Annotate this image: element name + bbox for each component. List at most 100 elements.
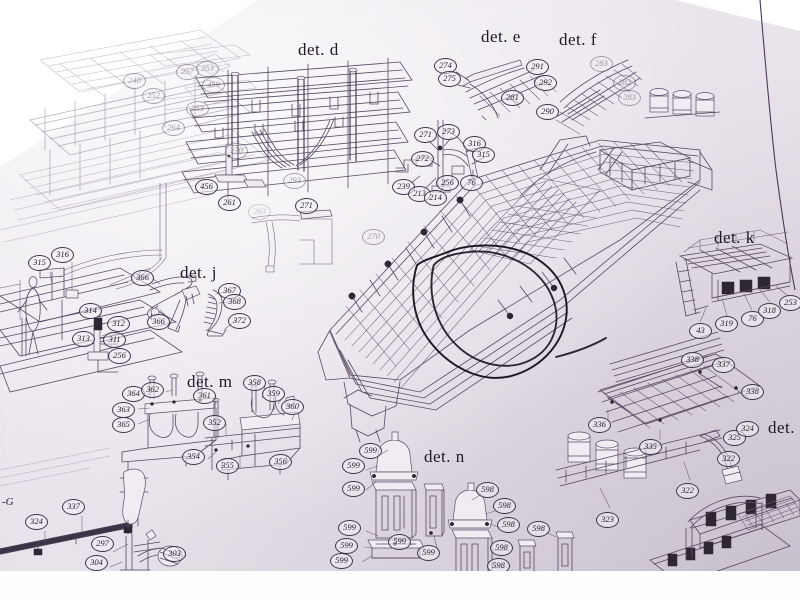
part-number-callout: 312 — [107, 316, 130, 332]
part-number-callout: 361 — [193, 388, 216, 404]
part-number-callout: 352 — [203, 415, 226, 431]
detail-heading: det. — [768, 418, 796, 437]
part-number-callout: 372 — [228, 313, 251, 329]
part-number-callout: 319 — [715, 316, 738, 332]
part-number-callout: 324 — [25, 514, 48, 530]
part-number-callout: 324 — [736, 421, 759, 437]
part-number-callout: 293 — [283, 173, 306, 189]
part-number-callout: 272 — [411, 151, 434, 167]
part-number-callout: 281 — [501, 90, 524, 106]
part-number-callout: 368 — [223, 294, 246, 310]
part-number-callout: 598 — [493, 498, 516, 514]
part-number-callout: 599 — [335, 538, 358, 554]
part-number-callout: 456 — [195, 179, 218, 195]
part-number-callout: 598 — [490, 540, 513, 556]
machinery-row-assembly — [555, 429, 743, 509]
part-number-callout: 318 — [758, 303, 781, 319]
part-337-shape — [119, 468, 149, 529]
part-number-callout: 253 — [196, 61, 219, 77]
part-270-aframe — [0, 182, 167, 321]
part-number-callout: 303 — [163, 546, 186, 562]
part-number-callout: 253 — [779, 295, 800, 311]
part-number-callout: 315 — [472, 147, 495, 163]
part-number-callout: 271 — [414, 127, 437, 143]
part-number-callout: 338 — [681, 352, 704, 368]
part-number-callout: 270 — [362, 229, 385, 245]
part-number-callout: 292 — [534, 75, 557, 91]
part-number-callout: 363 — [112, 402, 135, 418]
detail-heading: det. j — [180, 263, 217, 282]
part-number-callout: 365 — [112, 417, 135, 433]
part-number-callout: 356 — [269, 454, 292, 470]
detail-heading: det. n — [424, 447, 465, 466]
part-number-callout: 214 — [424, 190, 447, 206]
detail-n-assembly — [361, 431, 575, 583]
part-number-callout: 335 — [639, 439, 662, 455]
part-number-callout: 315 — [28, 255, 51, 271]
part-number-callout: 337 — [62, 499, 85, 515]
part-number-callout: 316 — [51, 247, 74, 263]
part-number-callout: 273 — [437, 124, 460, 140]
part-271-davit — [251, 209, 333, 273]
part-number-callout: 598 — [497, 517, 520, 533]
part-number-callout: 598 — [527, 521, 550, 537]
part-number-callout: 599 — [330, 553, 353, 569]
part-number-callout: 291 — [526, 59, 549, 75]
part-number-callout: 599 — [417, 545, 440, 561]
part-number-callout: 252 — [142, 88, 165, 104]
part-number-callout: 336 — [588, 417, 611, 433]
detail-bottom-right-structure — [649, 489, 800, 585]
part-number-callout: 256 — [108, 348, 131, 364]
part-number-callout: 599 — [342, 458, 365, 474]
human-figure-scale — [17, 276, 48, 355]
detail-left-deck-assembly — [0, 261, 183, 393]
part-number-callout: 337 — [712, 357, 735, 373]
part-number-callout: 322 — [676, 483, 699, 499]
part-number-callout: 43 — [689, 323, 712, 339]
part-number-callout: 366 — [147, 314, 170, 330]
part-number-callout: 355 — [216, 458, 239, 474]
part-number-callout: 282 — [613, 75, 636, 91]
part-number-callout: 256 — [436, 175, 459, 191]
part-number-callout: 354 — [182, 449, 205, 465]
detail-heading: det. e — [481, 27, 521, 46]
part-number-callout: 290 — [536, 104, 559, 120]
part-number-callout: 304 — [85, 555, 108, 571]
part-number-callout: 283 — [590, 56, 613, 72]
part-number-callout: 261 — [218, 195, 241, 211]
part-number-callout: 360 — [281, 399, 304, 415]
part-number-callout: 264 — [162, 120, 185, 136]
part-number-callout: 313 — [72, 331, 95, 347]
part-number-callout: 599 — [338, 520, 361, 536]
part-number-callout: 599 — [342, 481, 365, 497]
part-number-callout: 598 — [476, 482, 499, 498]
part-tanks-top-right — [644, 88, 721, 119]
part-number-callout: 271 — [295, 198, 318, 214]
part-number-callout: 323 — [596, 512, 619, 528]
part-number-callout: 338 — [741, 384, 764, 400]
table-surface-strip — [0, 571, 800, 600]
part-number-callout: 459 — [202, 77, 225, 93]
part-number-callout: 297 — [91, 536, 114, 552]
part-number-callout: 362 — [141, 382, 164, 398]
detail-e-assembly — [455, 59, 557, 121]
part-number-callout: 359 — [262, 386, 285, 402]
sheet-grid-label: -G — [2, 496, 14, 508]
detail-heading: det. d — [298, 40, 339, 59]
part-number-callout: 311 — [103, 332, 126, 348]
detail-heading: det. m — [187, 372, 233, 391]
part-number-callout: 240 — [123, 73, 146, 89]
main-hull-drawing — [317, 135, 713, 443]
part-number-callout: 270 — [225, 143, 248, 159]
part-number-callout: 599 — [388, 534, 411, 550]
part-number-callout: 263 — [248, 204, 271, 220]
detail-k-assembly — [675, 229, 794, 323]
part-number-callout: 283 — [618, 90, 641, 106]
part-number-callout: 366 — [131, 270, 154, 286]
part-number-callout: 322 — [717, 451, 740, 467]
part-number-callout: 76 — [741, 311, 764, 327]
sheet-border-line — [759, 0, 796, 291]
handdrawn-ink-annotation — [412, 244, 607, 379]
